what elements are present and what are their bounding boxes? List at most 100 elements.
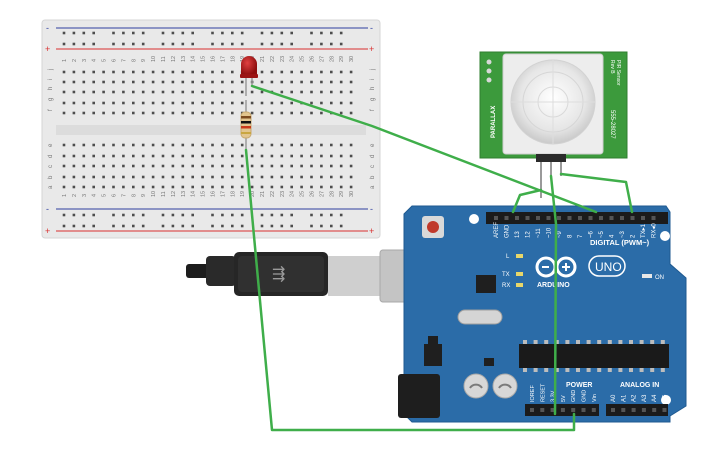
breadboard-hole[interactable]	[221, 70, 224, 74]
breadboard-hole[interactable]	[270, 80, 274, 84]
breadboard-hole[interactable]	[102, 154, 105, 158]
breadboard-hole[interactable]	[260, 154, 264, 158]
rail-hole[interactable]	[112, 31, 115, 35]
breadboard-hole[interactable]	[181, 154, 185, 158]
rail-hole[interactable]	[141, 213, 145, 217]
breadboard-hole[interactable]	[122, 164, 125, 168]
digital-pin-socket[interactable]	[515, 216, 519, 220]
rail-hole[interactable]	[171, 213, 175, 217]
breadboard-hole[interactable]	[300, 70, 303, 74]
power-pin-socket[interactable]	[540, 408, 545, 412]
breadboard-hole[interactable]	[181, 164, 185, 168]
breadboard-hole[interactable]	[191, 111, 194, 115]
breadboard-hole[interactable]	[300, 164, 303, 168]
breadboard-hole[interactable]	[211, 111, 214, 115]
breadboard-hole[interactable]	[310, 90, 313, 94]
breadboard-hole[interactable]	[132, 70, 135, 74]
rail-hole[interactable]	[72, 224, 76, 228]
rail-hole[interactable]	[231, 31, 234, 35]
breadboard-hole[interactable]	[339, 90, 343, 94]
rail-hole[interactable]	[92, 42, 95, 46]
breadboard-hole[interactable]	[270, 175, 274, 179]
breadboard-hole[interactable]	[112, 70, 115, 74]
breadboard-hole[interactable]	[102, 185, 105, 189]
breadboard-hole[interactable]	[280, 185, 284, 189]
breadboard-hole[interactable]	[221, 80, 224, 84]
rail-hole[interactable]	[191, 213, 194, 217]
breadboard-hole[interactable]	[171, 101, 175, 105]
digital-pin-socket[interactable]	[599, 216, 603, 220]
breadboard-hole[interactable]	[181, 111, 185, 115]
breadboard-hole[interactable]	[132, 80, 135, 84]
breadboard-hole[interactable]	[92, 185, 95, 189]
breadboard-hole[interactable]	[181, 70, 185, 74]
breadboard-hole[interactable]	[320, 80, 323, 84]
breadboard-hole[interactable]	[290, 101, 293, 105]
breadboard-hole[interactable]	[102, 111, 105, 115]
digital-pin-socket[interactable]	[630, 216, 635, 220]
breadboard-hole[interactable]	[72, 143, 76, 147]
breadboard-hole[interactable]	[171, 80, 175, 84]
breadboard-hole[interactable]	[270, 143, 274, 147]
breadboard-hole[interactable]	[290, 143, 293, 147]
breadboard-hole[interactable]	[339, 80, 343, 84]
breadboard-hole[interactable]	[349, 111, 353, 115]
breadboard-hole[interactable]	[82, 101, 86, 105]
breadboard-hole[interactable]	[191, 143, 194, 147]
breadboard-hole[interactable]	[260, 175, 264, 179]
breadboard-hole[interactable]	[122, 143, 125, 147]
breadboard-hole[interactable]	[122, 185, 125, 189]
breadboard-hole[interactable]	[221, 111, 224, 115]
breadboard-hole[interactable]	[290, 80, 293, 84]
breadboard-hole[interactable]	[260, 143, 264, 147]
rail-hole[interactable]	[161, 213, 165, 217]
breadboard-hole[interactable]	[92, 164, 95, 168]
breadboard-hole[interactable]	[240, 143, 244, 147]
breadboard-hole[interactable]	[211, 185, 214, 189]
breadboard-hole[interactable]	[92, 90, 95, 94]
breadboard-hole[interactable]	[181, 90, 185, 94]
breadboard-hole[interactable]	[280, 80, 284, 84]
breadboard-hole[interactable]	[231, 154, 234, 158]
wire-pir-vcc-to-5v[interactable]	[549, 174, 558, 416]
breadboard-hole[interactable]	[300, 111, 303, 115]
rail-hole[interactable]	[122, 31, 125, 35]
breadboard-hole[interactable]	[260, 70, 264, 74]
breadboard-hole[interactable]	[161, 101, 165, 105]
breadboard-hole[interactable]	[181, 143, 185, 147]
breadboard-hole[interactable]	[161, 70, 165, 74]
breadboard-hole[interactable]	[320, 143, 323, 147]
breadboard-hole[interactable]	[260, 164, 264, 168]
breadboard-hole[interactable]	[72, 101, 76, 105]
breadboard-hole[interactable]	[330, 70, 333, 74]
breadboard-hole[interactable]	[290, 164, 293, 168]
breadboard-hole[interactable]	[231, 111, 234, 115]
breadboard-hole[interactable]	[191, 175, 194, 179]
rail-hole[interactable]	[211, 224, 214, 228]
rail-hole[interactable]	[231, 42, 234, 46]
breadboard-hole[interactable]	[221, 154, 224, 158]
digital-pin-socket[interactable]	[567, 216, 572, 220]
breadboard-hole[interactable]	[141, 101, 145, 105]
breadboard-hole[interactable]	[221, 101, 224, 105]
breadboard-hole[interactable]	[141, 111, 145, 115]
breadboard-hole[interactable]	[250, 175, 254, 179]
breadboard-hole[interactable]	[92, 111, 95, 115]
breadboard-hole[interactable]	[330, 143, 333, 147]
breadboard-hole[interactable]	[201, 143, 204, 147]
digital-pin-socket[interactable]	[588, 216, 593, 220]
breadboard-hole[interactable]	[280, 101, 284, 105]
breadboard-hole[interactable]	[250, 111, 254, 115]
breadboard-hole[interactable]	[92, 80, 95, 84]
rail-hole[interactable]	[240, 31, 244, 35]
breadboard-hole[interactable]	[231, 164, 234, 168]
breadboard-hole[interactable]	[280, 175, 284, 179]
breadboard-hole[interactable]	[171, 90, 175, 94]
breadboard-hole[interactable]	[280, 154, 284, 158]
rail-hole[interactable]	[260, 42, 264, 46]
rail-hole[interactable]	[231, 213, 234, 217]
digital-pin-socket[interactable]	[578, 216, 582, 220]
breadboard-hole[interactable]	[310, 154, 313, 158]
breadboard-hole[interactable]	[221, 143, 224, 147]
rail-hole[interactable]	[191, 42, 194, 46]
